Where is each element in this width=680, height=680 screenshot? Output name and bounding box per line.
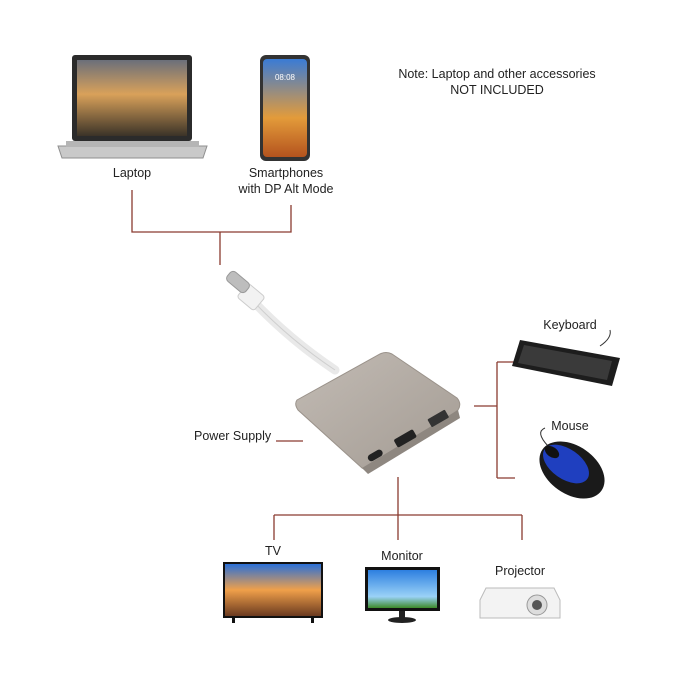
note-line-2: NOT INCLUDED (450, 83, 544, 97)
keyboard-image (512, 329, 620, 386)
laptop-image (57, 55, 208, 159)
projector-label: Projector (495, 564, 545, 578)
projector-image (479, 587, 561, 619)
usb-c-cable (226, 270, 340, 375)
note-line-1: Note: Laptop and other accessories (398, 67, 595, 81)
tv-image (223, 562, 323, 623)
display-connector-lines (273, 477, 523, 540)
hdmi-port (394, 429, 417, 448)
smartphone-image: 08:08 (260, 55, 310, 161)
smartphones-sublabel: with DP Alt Mode (238, 182, 334, 196)
monitor-label: Monitor (381, 549, 423, 563)
usb-a-port (427, 409, 449, 427)
mouse-label: Mouse (551, 419, 589, 433)
usb-c-hub-adapter (295, 352, 461, 474)
laptop-label: Laptop (113, 166, 151, 180)
mouse-image (539, 427, 605, 499)
usb-c-port (367, 449, 383, 462)
tv-label: TV (265, 544, 282, 558)
peripheral-connector-lines (474, 361, 515, 479)
keyboard-label: Keyboard (543, 318, 597, 332)
power-supply-label: Power Supply (194, 429, 272, 443)
source-connector-lines (131, 190, 292, 265)
phone-clock: 08:08 (275, 73, 296, 82)
monitor-image (365, 567, 440, 623)
smartphones-label: Smartphones (249, 166, 323, 180)
